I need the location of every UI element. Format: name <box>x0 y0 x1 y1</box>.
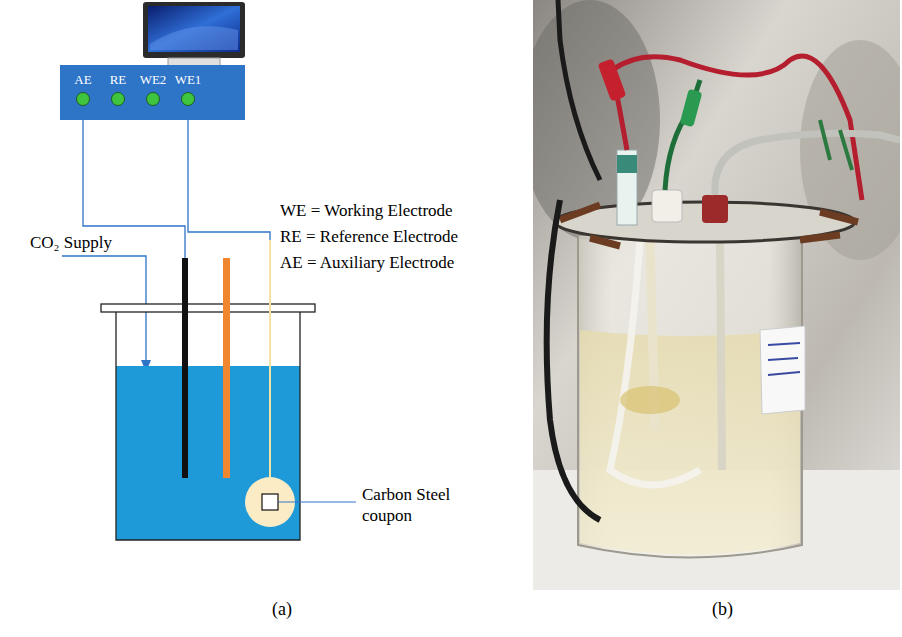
beaker <box>116 312 300 540</box>
potentiostat-panel: AE RE WE2 WE1 <box>60 65 245 120</box>
steel-coupon <box>262 494 278 510</box>
working-electrode-lead <box>269 240 271 478</box>
socket <box>147 93 160 106</box>
monitor-stand <box>168 58 220 66</box>
panel-label: (a) <box>272 598 292 621</box>
electrolyte <box>116 366 300 540</box>
legend-text: AE = Auxiliary Electrode <box>280 252 454 273</box>
terminal-label: WE2 <box>140 73 167 86</box>
reference-electrode <box>223 258 230 478</box>
terminal-label: WE1 <box>175 73 202 86</box>
wire <box>188 120 270 240</box>
legend-text: RE = Reference Electrode <box>280 226 458 247</box>
terminal-label: RE <box>110 73 127 86</box>
monitor-frame <box>143 2 245 58</box>
photo <box>533 0 900 590</box>
auxiliary-electrode <box>182 258 188 478</box>
socket <box>77 93 90 106</box>
terminal-label: AE <box>74 73 91 86</box>
socket <box>182 93 195 106</box>
gas-label: CO₂ Supply <box>30 232 112 253</box>
panel-label: (b) <box>712 598 733 621</box>
socket <box>112 93 125 106</box>
monitor-screen <box>148 6 240 52</box>
legend-text: WE = Working Electrode <box>280 200 453 221</box>
leader-line <box>278 501 356 502</box>
potentiostat-box <box>60 65 245 120</box>
lid <box>101 304 315 312</box>
part-label: Carbon Steel coupon <box>362 484 470 527</box>
